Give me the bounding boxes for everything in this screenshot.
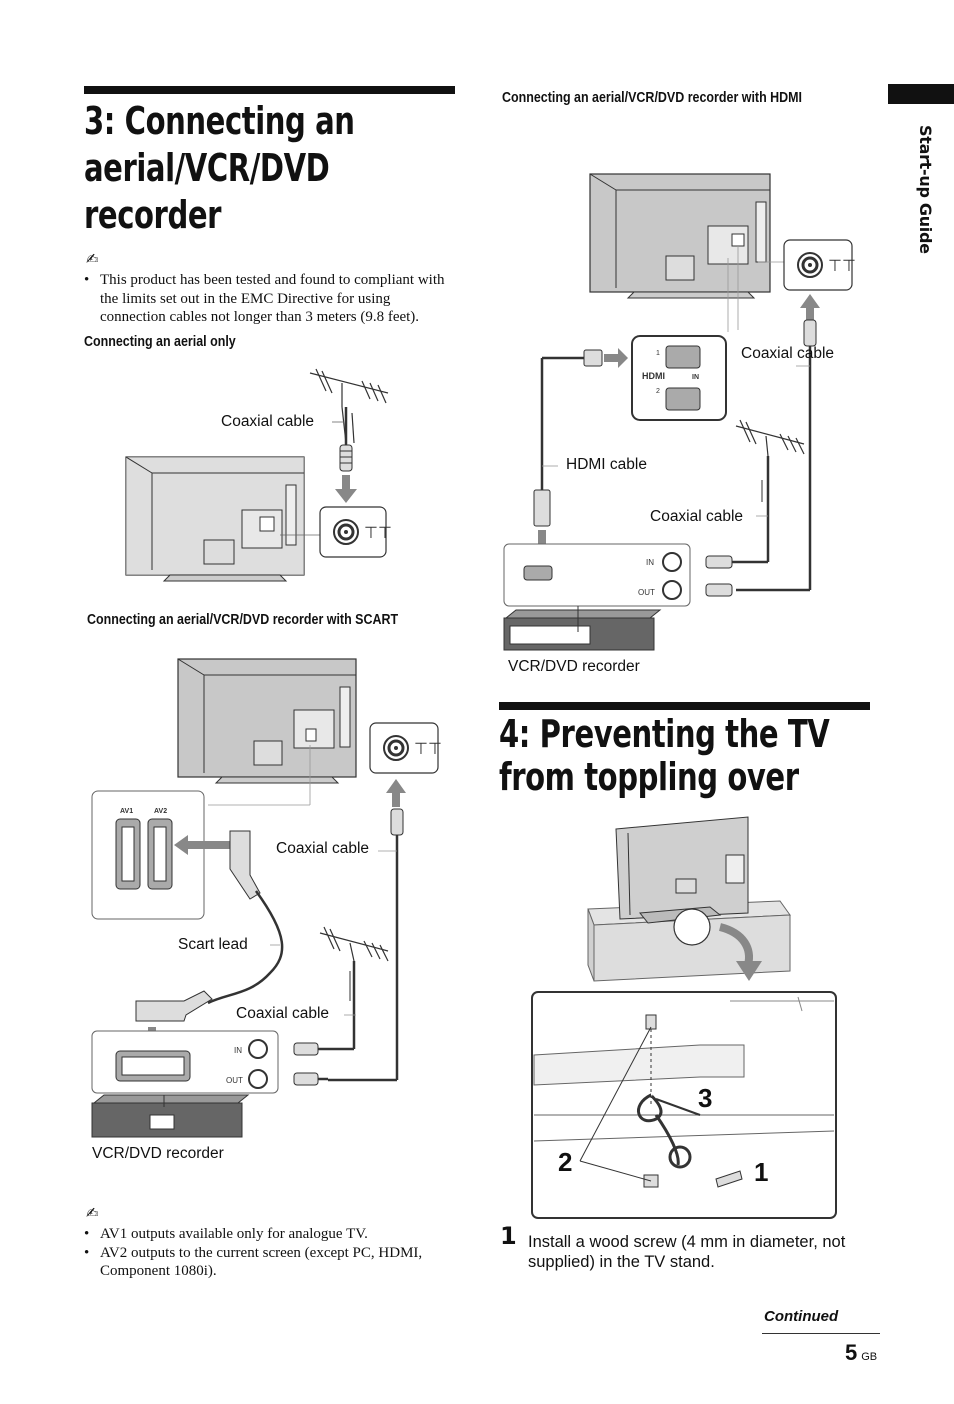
step-1-number: 1 (500, 1222, 517, 1250)
arrow-down-icon (736, 961, 762, 981)
svg-text:⊤⊤: ⊤⊤ (828, 258, 856, 275)
scart-coaxial-bottom-label: Coaxial cable (236, 1005, 330, 1022)
tv-rear-icon (589, 173, 771, 299)
hdmi-recorder-label: VCR/DVD recorder (508, 658, 640, 675)
hdmi-cable-label: HDMI cable (566, 456, 647, 473)
scart-lead-label: Scart lead (178, 936, 248, 953)
section-4-rule (499, 702, 870, 710)
section-3-rule (84, 86, 455, 94)
pencil-note-icon: ✍ (86, 1204, 99, 1222)
side-tab-label: Start-up Guide (916, 125, 935, 254)
hdmi-coaxial-bottom-label: Coaxial cable (650, 508, 744, 525)
aerial-antenna-icon (735, 419, 805, 457)
arrow-right-icon (604, 348, 628, 368)
page-suffix: GB (861, 1351, 878, 1363)
step-1-text: Install a wood screw (4 mm in diameter, … (528, 1233, 846, 1271)
hdmi-plug-icon (583, 349, 603, 367)
vcr-dvd-recorder-icon (503, 606, 662, 651)
zoom-frame (531, 991, 837, 1219)
arrow-up-icon (800, 294, 820, 324)
pencil-note-icon: ✍ (86, 250, 99, 268)
hdmi-plug-icon (533, 489, 551, 527)
note-bullet: AV1 outputs available only for analogue … (84, 1225, 454, 1244)
note-bullet: AV2 outputs to the current screen (excep… (84, 1244, 454, 1281)
scart-lead (207, 890, 284, 1005)
aerial-antenna-icon (309, 368, 389, 444)
hdmi-title: Connecting an aerial/VCR/DVD recorder wi… (502, 90, 803, 106)
coaxial-plug-icon (803, 319, 817, 347)
coaxial-plug-icon (339, 444, 353, 472)
aerial-only-title: Connecting an aerial only (84, 334, 236, 350)
hdmi-in-label: IN (692, 374, 699, 381)
recorder-in-label: IN (234, 1046, 242, 1055)
callout-3: 3 (698, 1083, 712, 1113)
scart-plug-icon (229, 830, 261, 900)
footer-rule (762, 1333, 880, 1334)
recorder-out-label: OUT (226, 1076, 243, 1085)
scart-recorder-label: VCR/DVD recorder (92, 1145, 224, 1162)
callout-2: 2 (558, 1147, 572, 1177)
tv-rear-icon (615, 816, 749, 924)
tv-rear-icon (125, 456, 305, 582)
scart-plug-icon (135, 990, 213, 1022)
aerial-only-diagram: ⊤⊤ (125, 368, 392, 582)
scart-title: Connecting an aerial/VCR/DVD recorder wi… (87, 612, 399, 628)
tv-rear-icon (177, 658, 357, 784)
arrow-left-icon (174, 835, 248, 855)
aerial-antenna-icon (319, 926, 389, 962)
hdmi-port-2 (665, 387, 701, 411)
recorder-panel (503, 543, 691, 607)
coaxial-plug-icon (390, 808, 404, 836)
hdmi-coaxial-top-label: Coaxial cable (741, 345, 835, 362)
arrow-down-icon (335, 475, 357, 503)
section-3-heading: 3: Connecting an aerial/VCR/DVD recorder (84, 99, 355, 237)
scart-coaxial-top-label: Coaxial cable (276, 840, 370, 857)
svg-text:⊤⊤: ⊤⊤ (414, 741, 442, 758)
scart-diagram: ⊤⊤ AV1 AV2 IN OUT (91, 658, 442, 1138)
callout-1: 1 (754, 1157, 768, 1187)
av1-label: AV1 (120, 808, 133, 815)
aerial-only-coaxial-label: Coaxial cable (221, 413, 315, 430)
arrow-up-icon (386, 779, 406, 807)
emc-note: This product has been tested and found t… (84, 271, 454, 327)
vcr-dvd-recorder-icon (91, 1094, 250, 1138)
svg-text:⊤⊤: ⊤⊤ (364, 525, 392, 542)
section-4-heading: 4: Preventing the TV from toppling over (499, 712, 830, 799)
hdmi-panel (631, 335, 727, 421)
hdmi-port-2-label: 2 (656, 388, 660, 395)
recorder-out-label: OUT (638, 588, 655, 597)
hdmi-port-1-label: 1 (656, 350, 660, 357)
hdmi-port-1 (665, 345, 701, 369)
av2-label: AV2 (154, 808, 167, 815)
recorder-hdmi-socket (523, 565, 553, 581)
note-bullet: This product has been tested and found t… (84, 271, 454, 327)
toppling-diagram: 3 2 1 (531, 816, 837, 1219)
screw-icon (645, 1014, 657, 1030)
hdmi-diagram: ⊤⊤ 1 2 HDMI IN IN OUT (503, 173, 856, 651)
wood-screw-icon (715, 1170, 743, 1188)
recorder-in-label: IN (646, 558, 654, 567)
side-tab-bar (888, 84, 954, 104)
hdmi-logo: HDMI (642, 371, 665, 381)
continued-label: Continued (764, 1308, 839, 1325)
av-notes: AV1 outputs available only for analogue … (84, 1225, 454, 1281)
